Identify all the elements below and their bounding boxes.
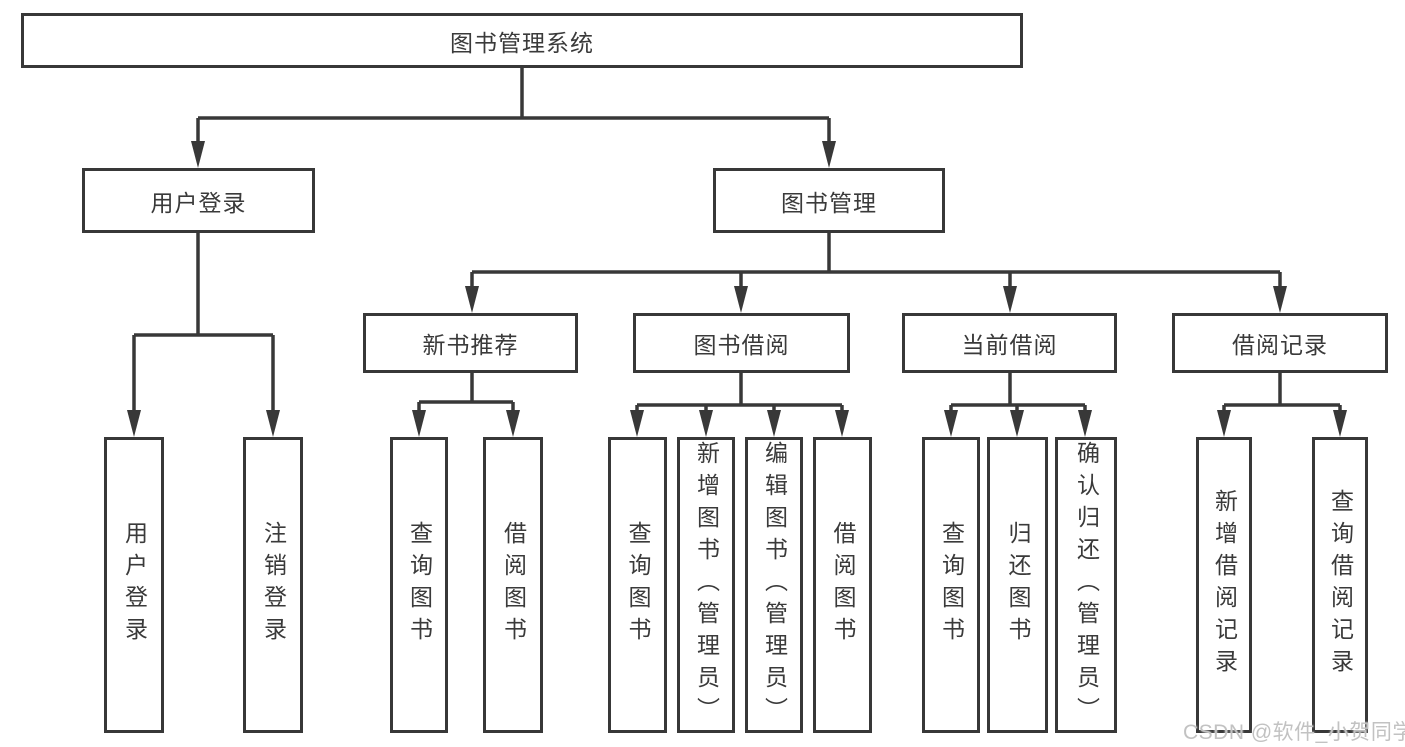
node-records-add-record-label: 新增借阅记录 — [1211, 489, 1238, 681]
node-root-label: 图书管理系统 — [450, 29, 594, 56]
node-borrowing-query-books-label: 查询图书 — [625, 521, 651, 649]
node-newbooks-query-books: 查询图书 — [390, 437, 448, 733]
node-leaf-user-login: 用户登录 — [104, 437, 164, 733]
node-root: 图书管理系统 — [21, 13, 1023, 68]
node-borrowing-edit-books-admin: 编辑图书（管理员） — [745, 437, 803, 733]
node-new-book-recommend-label: 新书推荐 — [422, 332, 519, 358]
node-records-query-record: 查询借阅记录 — [1312, 437, 1368, 733]
node-records-query-record-label: 查询借阅记录 — [1327, 489, 1354, 681]
node-leaf-user-login-label: 用户登录 — [121, 521, 148, 649]
node-current-query-books-label: 查询图书 — [938, 521, 965, 649]
node-borrowing-add-books-admin: 新增图书（管理员） — [677, 437, 735, 733]
node-borrowing-add-books-admin-label: 新增图书（管理员） — [693, 441, 720, 729]
node-borrowing-records: 借阅记录 — [1172, 313, 1388, 373]
node-current-borrowing-label: 当前借阅 — [961, 332, 1058, 358]
node-current-query-books: 查询图书 — [922, 437, 980, 733]
node-new-book-recommend: 新书推荐 — [363, 313, 578, 373]
node-current-borrowing: 当前借阅 — [902, 313, 1117, 373]
node-book-management: 图书管理 — [713, 168, 945, 233]
node-records-add-record: 新增借阅记录 — [1196, 437, 1252, 733]
node-book-borrowing: 图书借阅 — [633, 313, 850, 373]
node-borrowing-borrow-books: 借阅图书 — [813, 437, 872, 733]
node-borrowing-query-books: 查询图书 — [608, 437, 667, 733]
node-newbooks-borrow-books: 借阅图书 — [483, 437, 543, 733]
csdn-watermark: CSDN @软件_小贺同学 — [1183, 721, 1405, 744]
node-book-borrowing-label: 图书借阅 — [693, 332, 790, 358]
node-newbooks-query-books-label: 查询图书 — [406, 521, 433, 649]
node-leaf-logout: 注销登录 — [243, 437, 303, 733]
node-borrowing-edit-books-admin-label: 编辑图书（管理员） — [761, 441, 788, 729]
node-current-return-books-label: 归还图书 — [1005, 521, 1031, 649]
node-newbooks-borrow-books-label: 借阅图书 — [500, 521, 527, 649]
node-current-return-books: 归还图书 — [987, 437, 1048, 733]
node-book-management-label: 图书管理 — [781, 189, 877, 216]
node-user-login-label: 用户登录 — [150, 189, 247, 216]
node-leaf-logout-label: 注销登录 — [260, 521, 287, 649]
node-borrowing-borrow-books-label: 借阅图书 — [830, 521, 856, 649]
node-user-login: 用户登录 — [82, 168, 315, 233]
node-borrowing-records-label: 借阅记录 — [1232, 332, 1328, 358]
node-current-confirm-return-admin-label: 确认归还（管理员） — [1073, 441, 1100, 729]
node-current-confirm-return-admin: 确认归还（管理员） — [1055, 437, 1117, 733]
